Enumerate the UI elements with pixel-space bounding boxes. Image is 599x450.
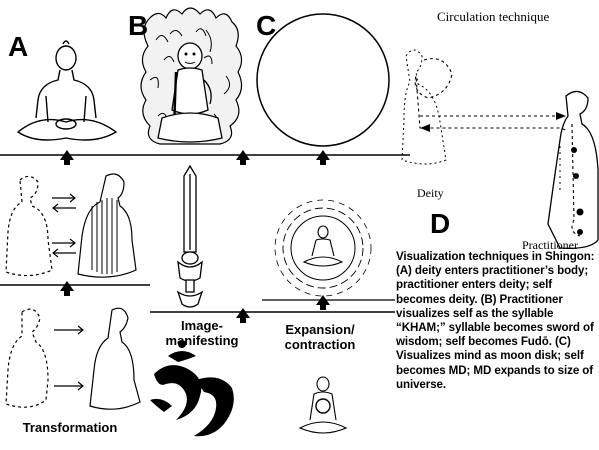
sword-of-wisdom-image (176, 164, 204, 308)
panel-letter-a: A (8, 31, 29, 62)
deity-label: Deity (417, 186, 444, 200)
image-manifesting-caption-line1: Image- (181, 318, 223, 333)
circulation-diagram (401, 49, 599, 249)
transformation-caption: Transformation (22, 420, 118, 435)
fudo-deity-image (140, 7, 243, 145)
up-arrow-icon (316, 295, 330, 310)
image-manifesting-caption: Image- manifesting (152, 318, 252, 348)
practitioner-label: Practitioner (522, 238, 578, 252)
expansion-contraction-caption-line1: Expansion/ (285, 322, 355, 337)
kham-syllable-glyph (150, 340, 234, 437)
circulation-technique-title: Circulation technique (437, 9, 550, 24)
transformation-figures-bottom (5, 307, 141, 410)
meditating-figure-a (16, 40, 118, 141)
up-arrow-icon (60, 281, 74, 296)
transformation-figures-top (5, 173, 137, 278)
expansion-contraction-caption-line2: contraction (284, 337, 356, 352)
panel-letter-d: D (430, 208, 451, 239)
panel-letter-b: B (128, 10, 149, 41)
up-arrow-icon (60, 150, 74, 165)
image-manifesting-caption-line2: manifesting (165, 333, 239, 348)
circulation-beads (420, 112, 584, 235)
meditating-figure-c (302, 225, 344, 267)
up-arrow-icon (236, 150, 250, 165)
up-arrow-icon (236, 308, 250, 323)
small-figure-moon-disk (298, 376, 348, 434)
up-arrow-icons (60, 150, 330, 323)
moon-disk-circle (256, 13, 390, 147)
expansion-rings (274, 199, 372, 297)
panel-letter-c: C (256, 10, 277, 41)
visualization-description: Visualization techniques in Shingon: (A)… (396, 250, 595, 391)
expansion-contraction-caption: Expansion/ contraction (270, 322, 370, 352)
up-arrow-icon (316, 150, 330, 165)
